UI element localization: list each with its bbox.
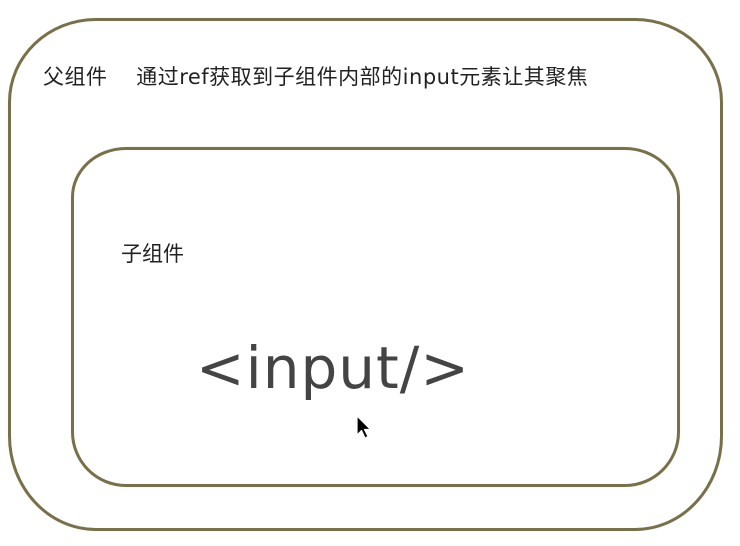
mouse-pointer-icon xyxy=(356,415,372,439)
parent-component-box xyxy=(8,18,723,531)
input-element-label: <input/> xyxy=(196,334,470,402)
child-component-box xyxy=(71,147,680,487)
parent-component-title: 父组件 通过ref获取到子组件内部的input元素让其聚焦 xyxy=(43,65,589,89)
child-component-title: 子组件 xyxy=(121,242,184,266)
